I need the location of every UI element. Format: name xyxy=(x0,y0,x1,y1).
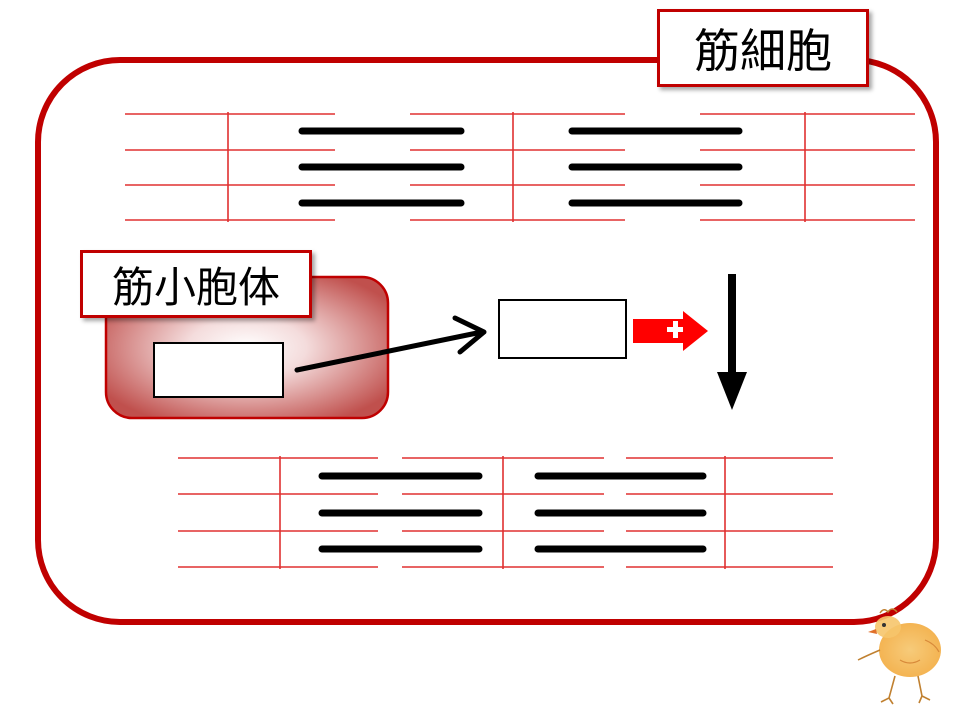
thin-filaments-relaxed xyxy=(125,113,915,221)
sr-content-blank-box xyxy=(153,342,284,398)
thick-filaments-contracted xyxy=(318,472,707,553)
muscle-cell-label: 筋細胞 xyxy=(657,9,869,87)
sarcoplasmic-reticulum-label-text: 筋小胞体 xyxy=(111,262,280,312)
sarcoplasmic-reticulum-label: 筋小胞体 xyxy=(80,250,312,318)
z-lines-relaxed xyxy=(227,112,806,222)
released-substance-blank-box xyxy=(498,299,627,359)
z-lines-contracted xyxy=(279,456,726,569)
sarcomere-relaxed xyxy=(125,112,915,222)
sarcomere-contracted xyxy=(178,456,833,569)
contraction-arrow xyxy=(717,274,747,410)
thin-filaments-contracted xyxy=(178,457,833,568)
thick-filaments-relaxed xyxy=(298,127,743,207)
chick-mascot-icon xyxy=(857,608,941,705)
muscle-cell-label-text: 筋細胞 xyxy=(694,24,832,78)
red-plus-arrow xyxy=(633,311,708,351)
release-arrow xyxy=(294,315,487,373)
